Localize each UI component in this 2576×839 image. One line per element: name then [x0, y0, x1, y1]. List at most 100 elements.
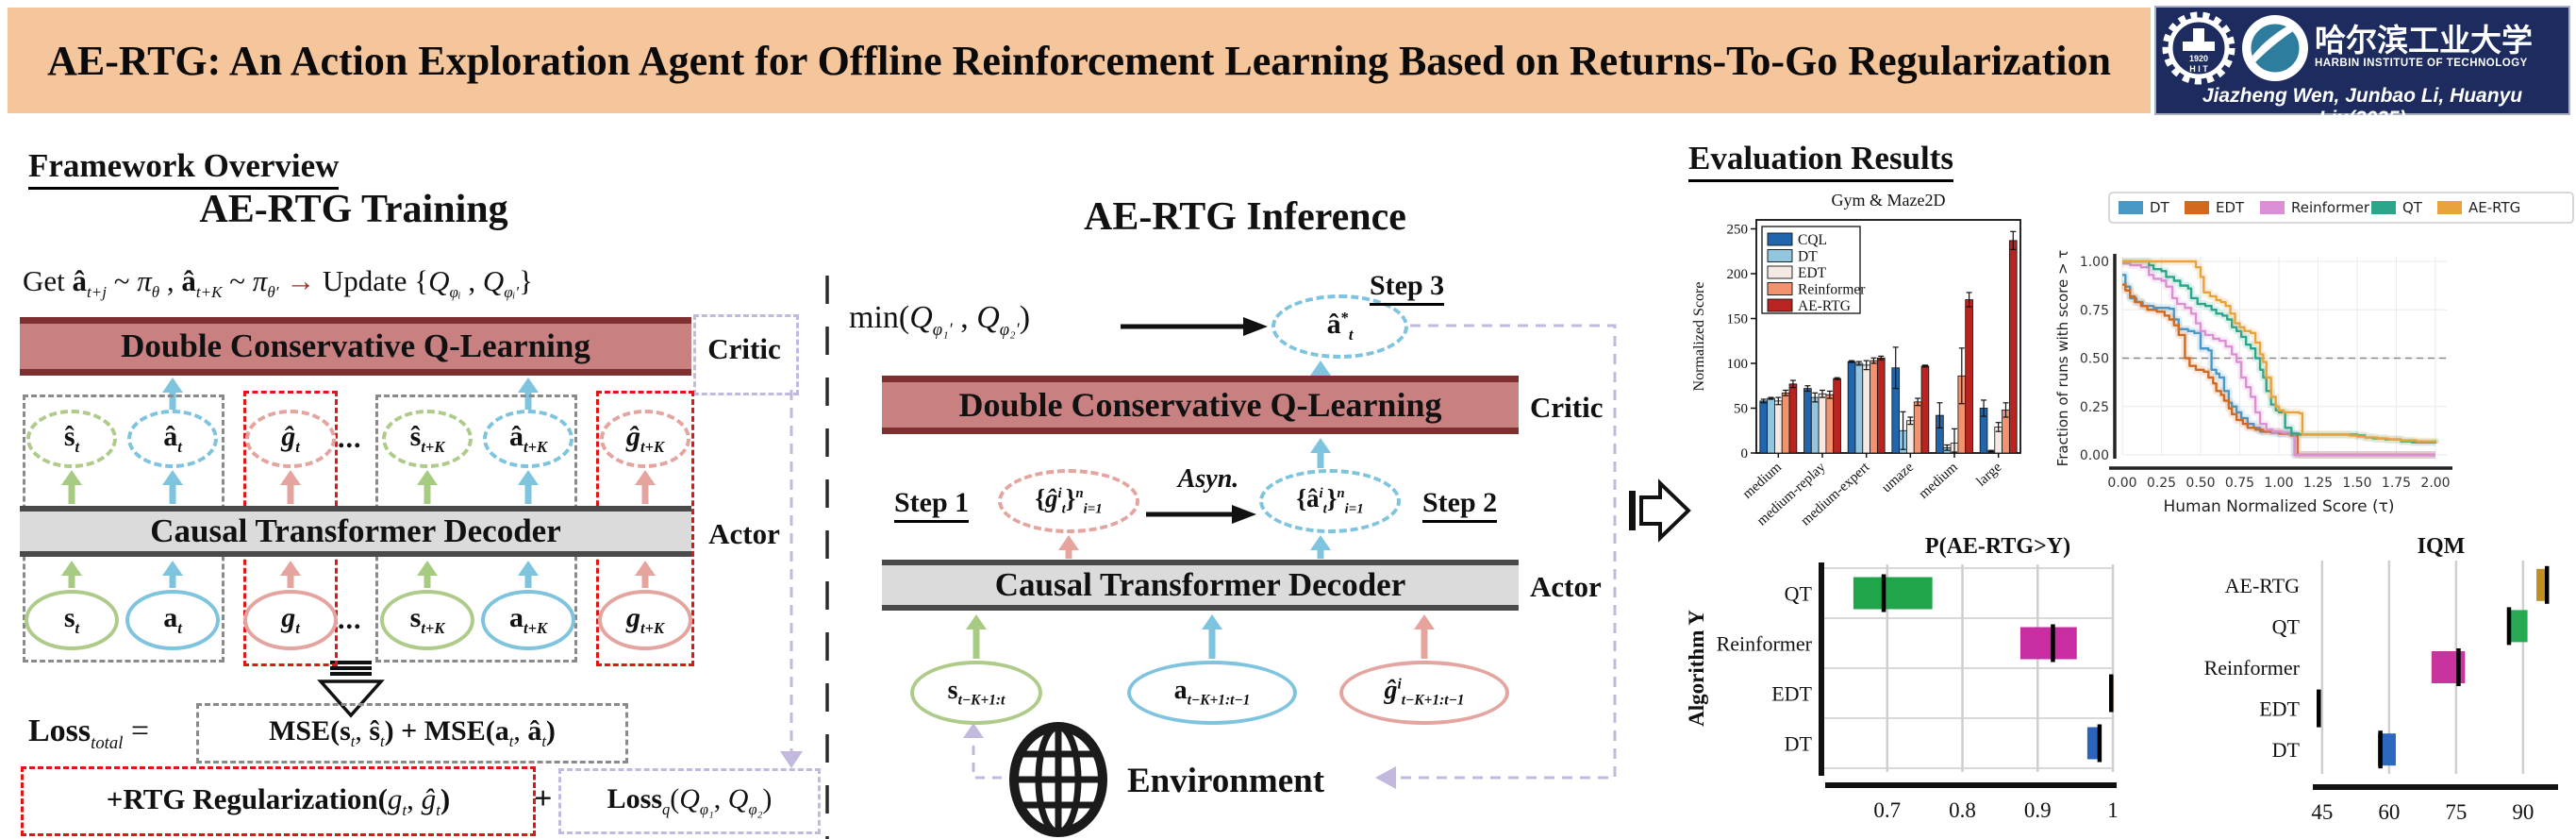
svg-text:100: 100	[1727, 357, 1749, 372]
header-bar: AE-RTG: An Action Exploration Agent for …	[8, 8, 2151, 113]
flow-arrow	[1414, 614, 1435, 659]
token-s-hat-tk-label: ŝt+K	[409, 421, 445, 456]
bar-CQL-medium-expert	[1847, 361, 1856, 454]
curve-Reinformer	[2122, 261, 2435, 457]
flow-arrow	[966, 614, 987, 659]
svg-text:DT: DT	[1798, 249, 1818, 265]
globe-environment-icon	[1009, 722, 1107, 837]
svg-text:0.00: 0.00	[2107, 476, 2136, 491]
bar-Reinformer-medium-replay	[1825, 394, 1835, 454]
logo-row: 1920 H I T 哈尔滨工业大学 HARBIN INSTITUTE OF T…	[2162, 11, 2563, 85]
bar-DT-medium	[1767, 397, 1775, 454]
svg-text:EDT: EDT	[1798, 265, 1827, 281]
training-title: AE-RTG Training	[199, 188, 508, 231]
interval-bar-QT	[1853, 577, 1933, 610]
svg-text:0.75: 0.75	[2080, 303, 2109, 318]
training-actor-label: Actor	[708, 517, 780, 550]
loss-q-formula: Lossq(Qφ₁, Qφ₂)	[607, 783, 773, 818]
flow-arrow	[162, 470, 183, 504]
min-q-formula: min(Qφ₁′ , Qφ₂′)	[849, 300, 1031, 340]
svg-text:0.50: 0.50	[2080, 352, 2109, 367]
token-a-t: at	[125, 590, 220, 650]
svg-text:50: 50	[1734, 402, 1748, 417]
loss-total-lhs: Losstotal =	[28, 713, 150, 753]
svg-text:250: 250	[1727, 223, 1749, 238]
curve-DT	[2122, 274, 2435, 457]
bar-Reinformer-medium-expert	[1870, 360, 1878, 454]
institute-name-cn: 哈尔滨工业大学	[2315, 25, 2533, 59]
token-g-tk: gt+K	[598, 590, 692, 650]
svg-text:large: large	[1974, 460, 2005, 490]
faculty-of-computing-logo-icon	[2242, 15, 2308, 81]
flow-arrow	[1310, 535, 1331, 559]
bar-CQL-medium-replay	[1803, 388, 1812, 454]
rtg-regularization-formula: +RTG Regularization(gt, ĝt)	[106, 781, 451, 820]
flow-arrow	[280, 470, 301, 504]
svg-text:0.75: 0.75	[2225, 476, 2254, 491]
svg-text:Human Normalized Score (τ): Human Normalized Score (τ)	[2163, 497, 2394, 516]
svg-text:CQL: CQL	[1798, 232, 1827, 248]
svg-text:1.25: 1.25	[2303, 476, 2333, 491]
token-g-hat-t-label: ĝt	[281, 421, 300, 456]
svg-text:45: 45	[2311, 800, 2333, 824]
section-transition-arrow-icon	[1629, 478, 1691, 543]
interval-bar-Reinformer	[2019, 627, 2077, 660]
flow-arrow	[417, 561, 438, 588]
mse-loss-box: MSE(st, ŝt) + MSE(at, ât)	[196, 703, 628, 763]
svg-text:Normalized Score: Normalized Score	[1691, 282, 1707, 392]
inference-decoder-bar: Causal Transformer Decoder	[882, 560, 1519, 611]
svg-text:Reinformer: Reinformer	[1717, 632, 1813, 656]
bar-AE-RTG-medium	[1788, 383, 1798, 454]
bar-AE-RTG-umaze	[1920, 365, 1930, 454]
training-critic-label: Critic	[707, 332, 781, 365]
bar-Reinformer-umaze	[1913, 401, 1922, 454]
svg-text:1920: 1920	[2189, 54, 2208, 63]
svg-text:200: 200	[1727, 267, 1749, 282]
token-s-input-label: st−K+1:t	[947, 676, 1005, 709]
flow-arrow	[1146, 505, 1256, 524]
svg-text:EDT: EDT	[1771, 682, 1812, 706]
asyn-label: Asyn.	[1177, 464, 1239, 494]
interval-bar-AE-RTG	[2536, 568, 2548, 601]
svg-text:150: 150	[1727, 312, 1749, 327]
svg-text:Reinformer: Reinformer	[2291, 199, 2370, 216]
authors-line: Jiazheng Wen, Junbao Li, Huanyu Liu(2025…	[2202, 85, 2523, 129]
step2-label: Step 2	[1422, 487, 1498, 523]
lossq-arrowhead	[780, 751, 803, 768]
inference-actor-label: Actor	[1530, 570, 1602, 603]
token-a-star-label: â*t	[1326, 309, 1354, 344]
svg-text:QT: QT	[2272, 614, 2301, 638]
svg-text:QT: QT	[2402, 199, 2423, 216]
env-arrowhead	[1375, 766, 1396, 789]
inference-critic-label: Critic	[1530, 391, 1604, 424]
bar-EDT-umaze	[1906, 420, 1915, 454]
bar-AE-RTG-medium-replay	[1833, 378, 1841, 454]
training-q-learning-bar: Double Conservative Q-Learning	[20, 317, 691, 376]
svg-text:0.25: 0.25	[2147, 476, 2176, 491]
training-get-formula: Get ât+j ~ πθ , ât+K ~ πθ′ → Update {Qφᵢ…	[23, 264, 533, 302]
interval-bar-DT	[2086, 727, 2101, 760]
bar-DT-medium-replay	[1810, 396, 1820, 454]
flow-arrow	[61, 470, 82, 504]
flow-arrow	[1310, 438, 1331, 468]
flow-arrow	[518, 470, 539, 504]
token-s-tk: st+K	[380, 590, 474, 650]
token-s-hat-tk: ŝt+K	[382, 410, 473, 468]
svg-text:2.00: 2.00	[2420, 476, 2450, 491]
institute-name-en: HARBIN INSTITUTE OF TECHNOLOGY	[2315, 58, 2528, 69]
bar-AE-RTG-medium	[1965, 299, 1973, 454]
svg-text:AE-RTG: AE-RTG	[1798, 298, 1851, 314]
training-decoder-bar: Causal Transformer Decoder	[20, 506, 691, 557]
svg-text:P(AE-RTG>Y): P(AE-RTG>Y)	[1925, 534, 2070, 559]
framework-overview-heading: Framework Overview	[28, 147, 340, 190]
token-g-tk-label: gt+K	[626, 602, 664, 637]
token-g-t-label: gt	[281, 602, 300, 637]
svg-text:0.7: 0.7	[1873, 798, 1901, 822]
token-s-hat-t-label: ŝt	[63, 421, 80, 456]
curve-AE-RTG	[2122, 260, 2437, 443]
curve-EDT	[2122, 283, 2435, 457]
